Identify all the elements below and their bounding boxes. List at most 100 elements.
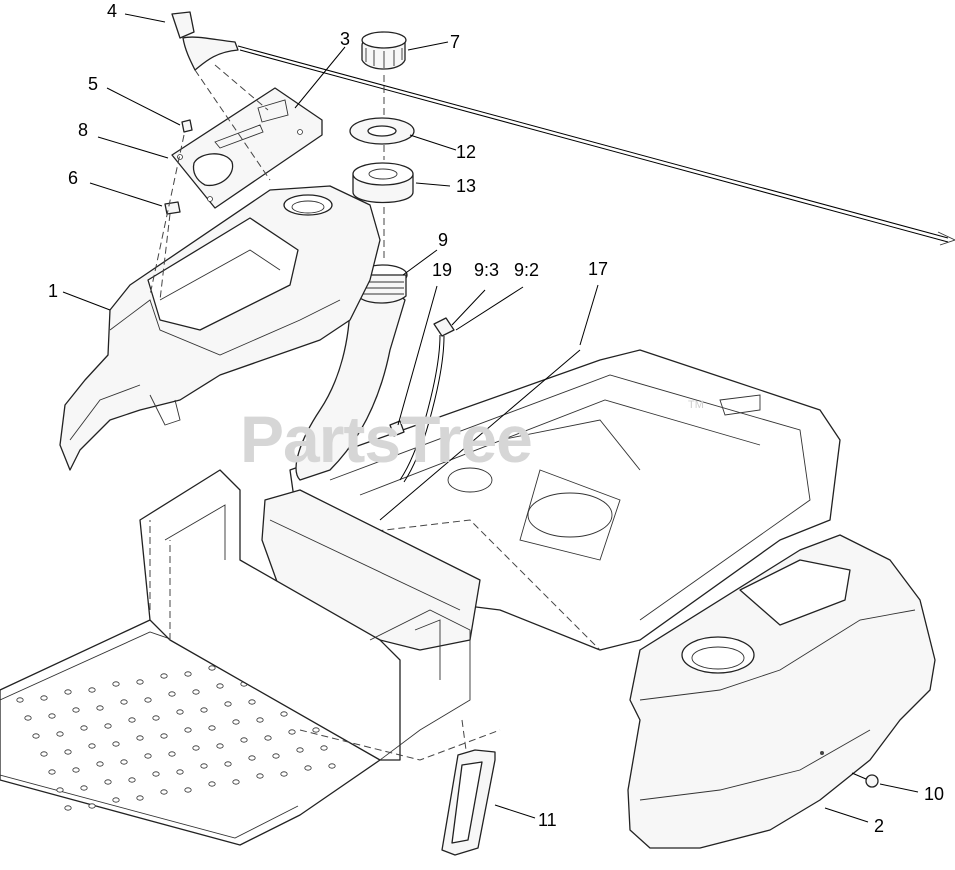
callout-17: 17	[588, 259, 608, 279]
callout-2: 2	[874, 816, 884, 836]
floor-perforation	[224, 761, 232, 767]
floor-perforation	[56, 731, 64, 737]
floor-perforation	[224, 701, 232, 707]
watermark-trademark: TM	[688, 399, 704, 411]
floor-perforation	[64, 805, 72, 811]
floor-perforation	[112, 681, 120, 687]
floor-perforation	[16, 697, 24, 703]
floor-perforation	[96, 761, 104, 767]
floor-perforation	[184, 787, 192, 793]
callouts: 4 3 7 5 8 12 13 6 9 19 9:3 9:2 17 1 10 1…	[48, 1, 944, 836]
callout-5: 5	[88, 74, 98, 94]
assembly-guides	[149, 64, 501, 761]
floor-perforation	[40, 695, 48, 701]
floor-perforation	[48, 713, 56, 719]
floor-perforation	[256, 717, 264, 723]
callout-19: 19	[432, 260, 452, 280]
watermark-text: PartsTree	[240, 402, 532, 476]
floor-perforation	[328, 763, 336, 769]
floor-perforation	[72, 767, 80, 773]
floor-perforation	[160, 789, 168, 795]
floor-perforation	[320, 745, 328, 751]
floor-perforation	[184, 727, 192, 733]
floor-perforation	[136, 679, 144, 685]
floor-perforation	[200, 707, 208, 713]
callout-9-3: 9:3	[474, 260, 499, 280]
callout-8: 8	[78, 120, 88, 140]
console-panel	[171, 87, 323, 209]
floor-perforation	[72, 707, 80, 713]
floor-perforation	[80, 725, 88, 731]
floor-perforation	[208, 665, 216, 671]
floor-perforation	[80, 785, 88, 791]
floor-perforation	[232, 719, 240, 725]
watermark: PartsTree TM	[240, 399, 704, 476]
callout-1: 1	[48, 281, 58, 301]
floor-perforation	[88, 803, 96, 809]
callout-11: 11	[538, 810, 557, 830]
callout-13: 13	[456, 176, 476, 196]
floor-perforation	[184, 671, 192, 677]
callout-10: 10	[924, 784, 944, 804]
floor-perforation	[168, 691, 176, 697]
floor-perforation	[208, 781, 216, 787]
floor-perforation	[64, 689, 72, 695]
floor-perforation	[264, 735, 272, 741]
floor-perforation	[152, 771, 160, 777]
floor-perforation	[24, 715, 32, 721]
seat-mount-box	[139, 469, 481, 761]
floor-perforation	[168, 751, 176, 757]
callout-4: 4	[107, 1, 117, 21]
floor-perforation	[104, 779, 112, 785]
left-fender	[59, 185, 381, 471]
floor-perforation	[120, 699, 128, 705]
floor-perforation	[232, 779, 240, 785]
floor-perforation	[128, 717, 136, 723]
floor-perforation	[240, 737, 248, 743]
fuel-cap-assembly	[349, 31, 415, 204]
floor-perforation	[152, 715, 160, 721]
floor-perforation	[176, 709, 184, 715]
floor-perforation	[160, 733, 168, 739]
floor-perforation	[64, 749, 72, 755]
floor-perforation	[248, 755, 256, 761]
floor-perforation	[296, 747, 304, 753]
right-fender	[627, 534, 936, 849]
callout-7: 7	[450, 32, 460, 52]
floor-perforation	[200, 763, 208, 769]
floor-perforation	[136, 795, 144, 801]
floor-perforation	[304, 765, 312, 771]
floor-perforation	[160, 673, 168, 679]
floor-perforation	[96, 705, 104, 711]
floor-perforation	[144, 697, 152, 703]
floor-perforation	[176, 769, 184, 775]
floor-perforation	[88, 687, 96, 693]
floor-perforation	[48, 769, 56, 775]
floor-perforation	[312, 727, 320, 733]
floor-perforation	[192, 745, 200, 751]
callout-9-2: 9:2	[514, 260, 539, 280]
throttle-lever	[171, 11, 955, 246]
floor-perforation	[88, 743, 96, 749]
floor-perforation	[128, 777, 136, 783]
floor-perforation	[32, 733, 40, 739]
floor-perforation	[280, 771, 288, 777]
leader-lines	[62, 13, 919, 823]
floor-perforation	[120, 759, 128, 765]
floor-perforation	[248, 699, 256, 705]
floor-perforation	[40, 751, 48, 757]
floor-perforation	[216, 683, 224, 689]
floor-perforation	[112, 797, 120, 803]
floor-perforation	[144, 753, 152, 759]
floor-perforation	[272, 753, 280, 759]
floor-perforation	[112, 741, 120, 747]
floor-perforation	[208, 725, 216, 731]
callout-9: 9	[438, 230, 448, 250]
small-hardware	[164, 119, 879, 856]
callout-3: 3	[340, 29, 350, 49]
callout-12: 12	[456, 142, 476, 162]
floor-perforation	[216, 743, 224, 749]
floor-perforation	[256, 773, 264, 779]
floor-perforation	[56, 787, 64, 793]
